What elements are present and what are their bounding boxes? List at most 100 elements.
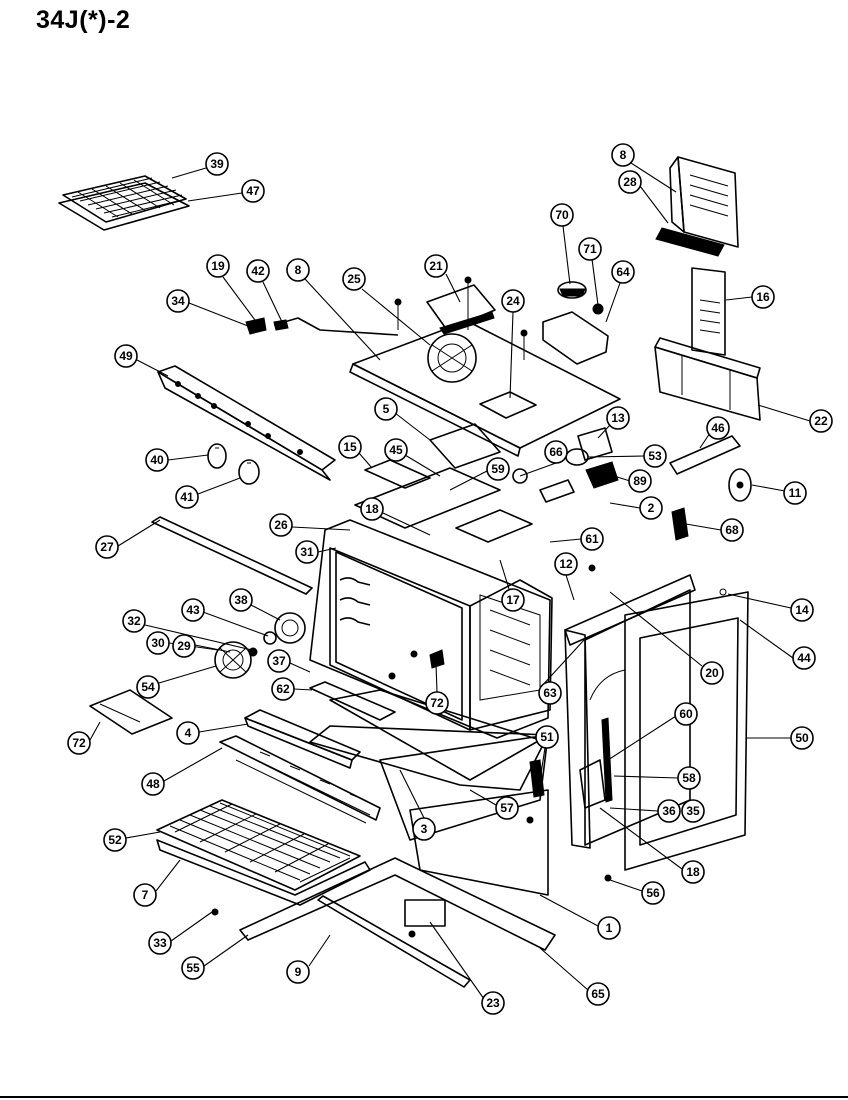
- leader-line: [163, 747, 223, 782]
- svg-text:43: 43: [186, 603, 200, 617]
- leader-line: [469, 789, 497, 806]
- callout-37: 37: [267, 649, 291, 673]
- svg-text:64: 64: [616, 265, 630, 279]
- svg-text:22: 22: [814, 414, 828, 428]
- callout-44: 44: [792, 646, 816, 670]
- svg-text:72: 72: [430, 696, 444, 710]
- svg-text:15: 15: [343, 440, 357, 454]
- callout-25: 25: [342, 267, 366, 291]
- svg-text:14: 14: [795, 603, 809, 617]
- callout-23: 23: [481, 991, 505, 1015]
- svg-text:63: 63: [543, 686, 557, 700]
- page-title: 34J(*)-2: [36, 6, 131, 34]
- leader-line: [293, 688, 313, 691]
- wire-clip-drawing: [671, 507, 689, 541]
- leader-line: [167, 454, 209, 461]
- svg-text:8: 8: [620, 148, 627, 162]
- svg-text:33: 33: [153, 936, 167, 950]
- svg-text:28: 28: [623, 175, 637, 189]
- callout-50: 50: [790, 726, 814, 750]
- callout-17: 17: [501, 588, 525, 612]
- callout-31: 31: [295, 540, 319, 564]
- svg-text:49: 49: [119, 349, 133, 363]
- leader-line: [613, 475, 631, 482]
- callout-27: 27: [95, 535, 119, 559]
- svg-text:30: 30: [151, 636, 165, 650]
- leader-line: [639, 185, 669, 224]
- svg-text:11: 11: [789, 486, 802, 500]
- svg-text:72: 72: [72, 736, 86, 750]
- leader-line: [685, 523, 722, 531]
- callout-2: 2: [639, 496, 663, 520]
- leader-line: [519, 462, 557, 477]
- svg-text:20: 20: [705, 666, 719, 680]
- svg-text:45: 45: [389, 443, 403, 457]
- callout-11: 11: [783, 481, 807, 505]
- callout-1: 1: [597, 916, 621, 940]
- convection-fan-drawing: [214, 612, 306, 679]
- svg-text:23: 23: [486, 996, 500, 1010]
- leader-line: [562, 225, 571, 285]
- callout-34: 34: [166, 289, 190, 313]
- leader-line: [222, 276, 256, 321]
- side-rail-drawing: [151, 516, 313, 595]
- svg-text:41: 41: [180, 490, 194, 504]
- leader-line: [194, 644, 231, 653]
- callout-68: 68: [720, 518, 744, 542]
- svg-text:42: 42: [251, 264, 265, 278]
- svg-text:24: 24: [506, 294, 520, 308]
- svg-text:56: 56: [646, 886, 660, 900]
- leader-line: [429, 921, 485, 1000]
- callout-24: 24: [501, 289, 525, 313]
- callout-63: 63: [538, 681, 562, 705]
- callout-32: 32: [122, 609, 146, 633]
- leader-line: [539, 639, 585, 689]
- callout-21: 21: [424, 254, 448, 278]
- callout-36: 36: [657, 799, 681, 823]
- leader-line: [155, 859, 181, 892]
- leader-line: [158, 665, 217, 684]
- svg-text:52: 52: [108, 833, 122, 847]
- leader-line: [399, 769, 425, 819]
- control-parts-drawing: [512, 427, 619, 503]
- svg-text:54: 54: [141, 680, 155, 694]
- callout-66: 66: [544, 440, 568, 464]
- callout-57: 57: [495, 796, 519, 820]
- svg-text:13: 13: [611, 411, 625, 425]
- callout-labels: 39 47 8 28 70 71 64 19 42 8 25 21 24 34 …: [67, 143, 833, 1015]
- leader-line: [739, 619, 794, 659]
- callout-43: 43: [181, 598, 205, 622]
- svg-text:70: 70: [555, 208, 569, 222]
- callout-28: 28: [618, 170, 642, 194]
- callout-42: 42: [246, 259, 270, 283]
- svg-text:38: 38: [234, 593, 248, 607]
- svg-text:25: 25: [347, 272, 361, 286]
- callout-62: 62: [271, 677, 295, 701]
- svg-text:7: 7: [142, 888, 149, 902]
- svg-text:55: 55: [186, 961, 200, 975]
- leader-line: [136, 359, 169, 377]
- callout-72-cavity: 72: [425, 691, 449, 715]
- leader-line: [170, 911, 213, 942]
- callout-39: 39: [205, 152, 229, 176]
- leader-line: [539, 947, 589, 991]
- svg-text:1: 1: [606, 921, 613, 935]
- svg-text:66: 66: [549, 445, 563, 459]
- svg-text:68: 68: [725, 523, 739, 537]
- svg-text:12: 12: [559, 557, 573, 571]
- leader-line: [361, 288, 431, 346]
- callout-8-top: 8: [611, 143, 635, 167]
- callout-59: 59: [486, 457, 510, 481]
- callout-12: 12: [554, 552, 578, 576]
- knobs-drawing: [207, 443, 260, 485]
- callout-35: 35: [681, 799, 705, 823]
- parts-artwork: [58, 156, 761, 988]
- svg-text:53: 53: [648, 449, 662, 463]
- leader-line: [613, 775, 679, 779]
- svg-text:3: 3: [421, 822, 428, 836]
- svg-text:8: 8: [295, 263, 302, 277]
- leader-line: [699, 432, 711, 449]
- svg-text:50: 50: [795, 731, 809, 745]
- igniter-rod-drawing: [245, 317, 399, 336]
